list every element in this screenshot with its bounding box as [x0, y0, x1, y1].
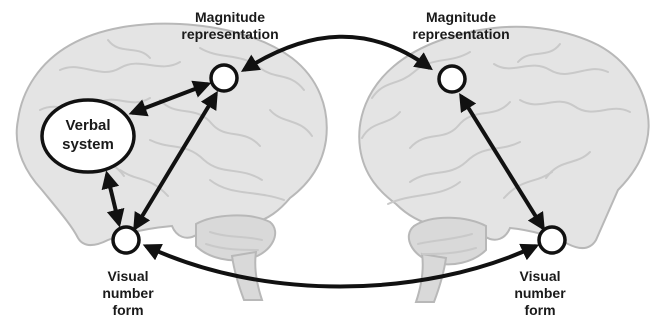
right-brain-cerebellum [409, 218, 486, 265]
verbal-system-label: Verbal system [46, 116, 130, 154]
right-brain-cerebrum [359, 27, 648, 248]
left-brain-cerebellum [196, 215, 275, 260]
magnitude-right-node [439, 66, 465, 92]
visual-number-form-label-right: Visual number form [500, 268, 580, 319]
visual-right-node [539, 227, 565, 253]
visual-left-node [113, 227, 139, 253]
magnitude-left-node [211, 65, 237, 91]
magnitude-representation-label-left: Magnitude representation [160, 9, 300, 43]
magnitude-representation-label-right: Magnitude representation [391, 9, 531, 43]
visual-number-form-label-left: Visual number form [88, 268, 168, 319]
